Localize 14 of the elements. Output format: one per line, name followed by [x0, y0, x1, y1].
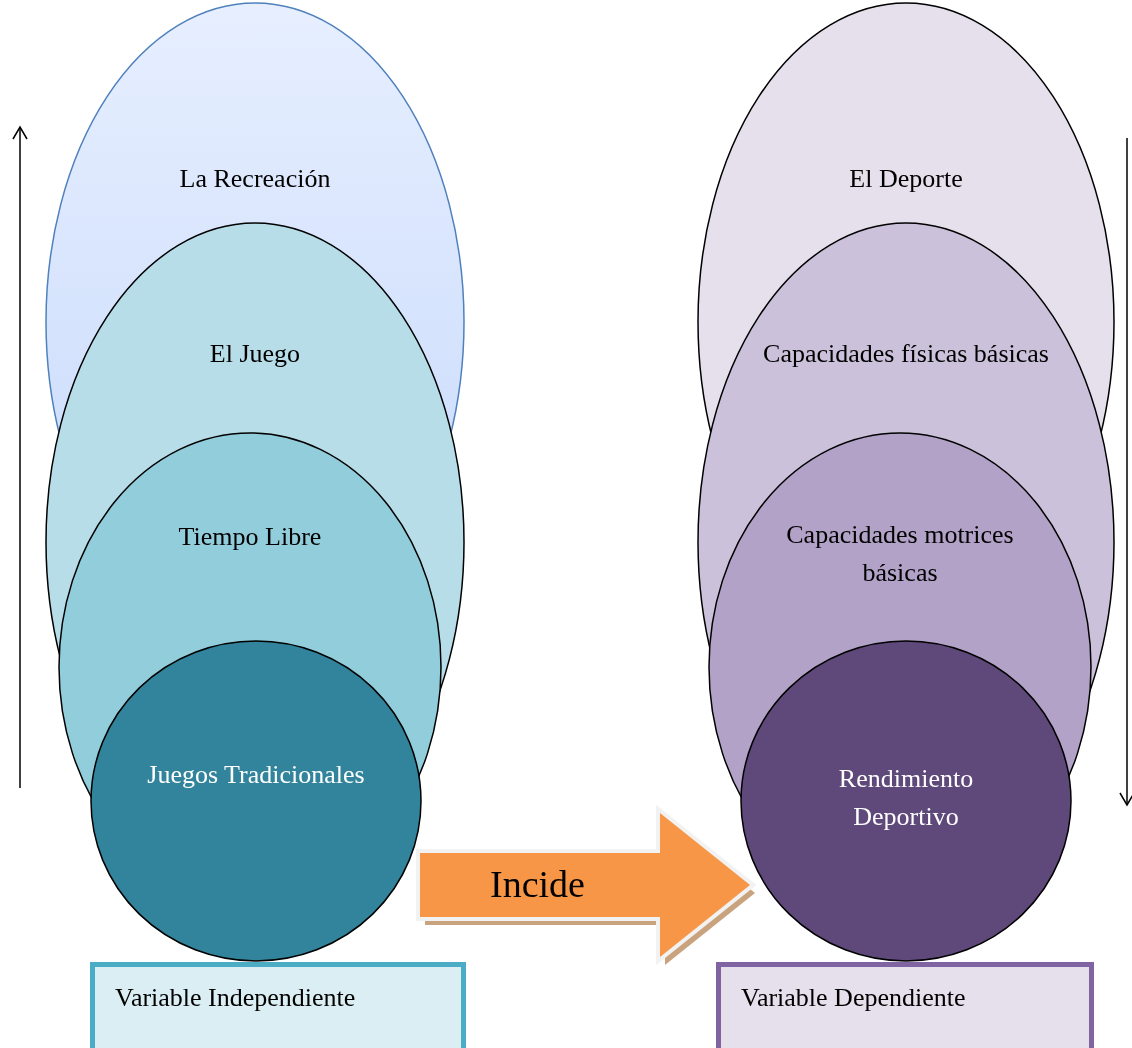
concept-label: Juegos Tradicionales [146, 759, 366, 791]
label-box [716, 962, 1094, 1048]
label-box [90, 962, 466, 1048]
concept-label: Capacidades motrices básicas [785, 519, 1015, 589]
concept-label: La Recreación [178, 163, 332, 195]
variable-label: Variable Dependiente [741, 982, 967, 1014]
concept-label: El Juego [208, 338, 302, 370]
concept-label: Rendimiento Deportivo [837, 763, 975, 833]
concept-label: El Deporte [848, 163, 964, 195]
block-arrow [416, 804, 757, 966]
concept-label: Capacidades físicas básicas [762, 338, 1050, 370]
variable-label: Variable Independiente [115, 982, 357, 1014]
edge-label: Incide [490, 862, 585, 907]
concept-label: Tiempo Libre [177, 521, 323, 553]
